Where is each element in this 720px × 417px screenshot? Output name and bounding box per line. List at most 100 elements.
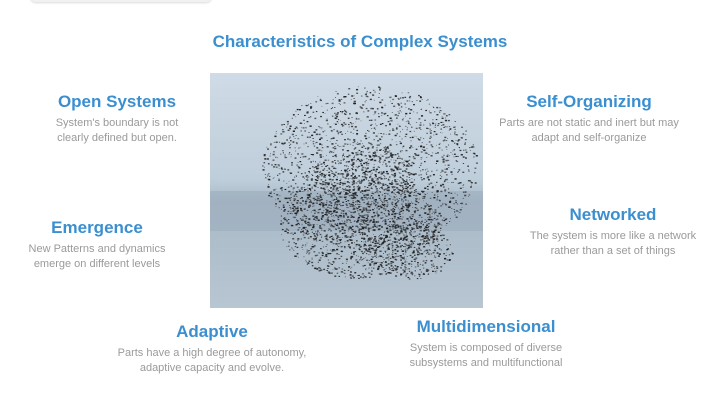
- bird-dot: [348, 219, 351, 221]
- bird-dot: [404, 261, 406, 263]
- bird-dot: [417, 251, 419, 253]
- card-desc-line-1: Parts are not static and inert but may: [499, 117, 679, 129]
- bird-dot: [374, 255, 376, 257]
- bird-dot: [408, 174, 411, 176]
- bird-dot: [391, 270, 392, 271]
- bird-dot: [362, 172, 364, 174]
- bird-dot: [411, 273, 414, 275]
- bird-dot: [387, 248, 390, 250]
- bird-dot: [384, 153, 386, 155]
- bird-dot: [346, 260, 348, 262]
- bird-dot: [303, 232, 305, 234]
- bird-dot: [282, 171, 285, 173]
- bird-dot: [278, 179, 280, 181]
- bird-dot: [382, 204, 385, 206]
- bird-dot: [388, 214, 390, 216]
- bird-dot: [360, 153, 363, 155]
- bird-dot: [269, 175, 271, 177]
- bird-dot: [460, 154, 463, 156]
- bird-dot: [378, 228, 381, 230]
- bird-dot: [290, 213, 292, 214]
- bird-dot: [316, 193, 319, 195]
- bird-dot: [436, 252, 439, 254]
- bird-dot: [395, 238, 397, 240]
- bird-dot: [396, 271, 398, 273]
- bird-dot: [434, 235, 436, 237]
- bird-dot: [391, 249, 394, 252]
- bird-dot: [388, 182, 391, 185]
- bird-dot: [362, 259, 364, 261]
- bird-dot: [378, 197, 381, 199]
- bird-dot: [366, 214, 369, 216]
- bird-dot: [351, 95, 354, 97]
- bird-dot: [311, 179, 313, 181]
- bird-dot: [392, 98, 395, 101]
- bird-dot: [297, 138, 300, 140]
- bird-dot: [368, 185, 370, 187]
- bird-dot: [408, 156, 411, 158]
- bird-dot: [338, 100, 341, 102]
- bird-dot: [385, 221, 387, 223]
- bird-dot: [321, 147, 324, 149]
- bird-dot: [346, 161, 348, 163]
- bird-dot: [395, 227, 398, 229]
- bird-dot: [393, 209, 396, 210]
- bird-dot: [385, 215, 388, 217]
- bird-dot: [418, 174, 420, 176]
- bird-dot: [280, 153, 282, 155]
- bird-dot: [374, 240, 377, 242]
- bird-dot: [401, 200, 403, 202]
- bird-dot: [320, 172, 323, 175]
- bird-dot: [414, 254, 416, 256]
- bird-dot: [350, 197, 353, 199]
- bird-dot: [374, 174, 377, 176]
- bird-dot: [371, 270, 373, 272]
- bird-dot: [293, 200, 296, 202]
- bird-dot: [405, 203, 407, 205]
- bird-dot: [412, 228, 415, 230]
- bird-dot: [420, 220, 423, 223]
- bird-dot: [435, 152, 437, 154]
- bird-dot: [373, 160, 376, 162]
- bird-dot: [389, 154, 392, 156]
- bird-dot: [468, 180, 471, 182]
- bird-dot: [311, 229, 313, 230]
- bird-dot: [436, 181, 438, 183]
- bird-dot: [357, 202, 358, 204]
- bird-dot: [406, 100, 409, 102]
- bird-dot: [453, 203, 455, 205]
- bird-dot: [446, 239, 449, 241]
- bird-dot: [368, 119, 371, 121]
- bird-dot: [283, 218, 285, 220]
- bird-dot: [475, 162, 478, 164]
- bird-dot: [419, 249, 422, 251]
- bird-dot: [432, 238, 434, 240]
- bird-dot: [459, 209, 462, 211]
- bird-dot: [308, 184, 311, 186]
- bird-dot: [387, 247, 389, 249]
- bird-dot: [349, 236, 352, 238]
- bird-dot: [316, 199, 319, 202]
- bird-dot: [349, 210, 351, 212]
- bird-dot: [354, 193, 356, 195]
- bird-dot: [287, 129, 290, 131]
- bird-dot: [347, 269, 350, 271]
- bird-dot: [289, 205, 290, 206]
- bird-dot: [402, 185, 404, 186]
- bird-dot: [362, 173, 364, 174]
- bird-dot: [384, 150, 386, 152]
- bird-dot: [306, 230, 309, 233]
- bird-dot: [314, 189, 316, 191]
- bird-dot: [318, 239, 321, 241]
- bird-dot: [309, 222, 311, 224]
- bird-dot: [297, 109, 299, 110]
- bird-dot: [275, 131, 277, 132]
- bird-dot: [389, 226, 391, 228]
- bird-dot: [459, 149, 462, 152]
- bird-dot: [355, 259, 358, 261]
- bird-dot: [327, 189, 329, 191]
- bird-dot: [310, 199, 312, 201]
- bird-dot: [410, 191, 413, 193]
- bird-dot: [323, 173, 326, 176]
- bird-dot: [336, 272, 339, 274]
